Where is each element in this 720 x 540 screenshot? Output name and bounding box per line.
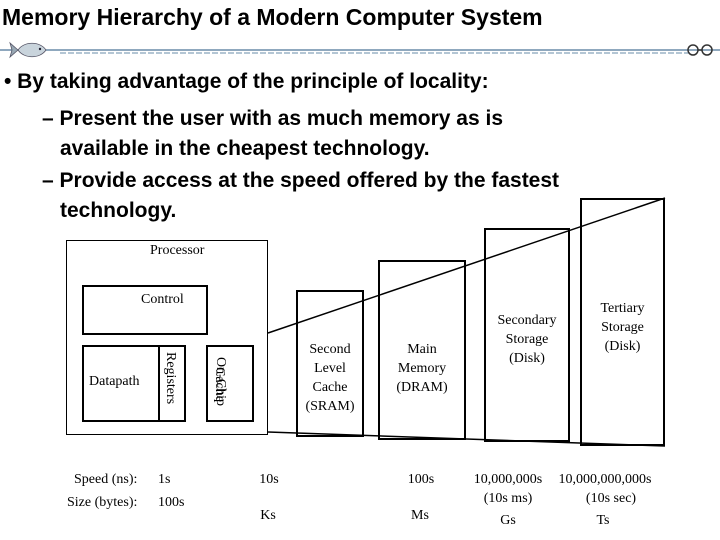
registers-box	[158, 345, 186, 422]
size-main-memory: Ms	[411, 508, 429, 523]
second-level-cache-label: Second Level Cache (SRAM)	[305, 342, 355, 414]
onchip-cache-label-2: Cache	[212, 367, 227, 402]
control-label: Control	[141, 292, 184, 307]
speed-label: Speed (ns):	[74, 472, 138, 487]
page-title: Memory Hierarchy of a Modern Computer Sy…	[2, 4, 543, 30]
main-memory-box	[378, 260, 466, 440]
glasses-icon	[687, 44, 713, 56]
secondary-storage-label: Secondary Storage (Disk)	[497, 313, 557, 366]
onchip-cache-label-1: On-Chip	[213, 357, 228, 406]
speed-tertiary: 10,000,000,000s	[558, 472, 652, 487]
second-level-cache-box	[296, 290, 364, 437]
registers-label: Registers	[163, 352, 178, 405]
main-memory-label: Main Memory (DRAM)	[396, 342, 448, 395]
bullet-sub2-line1: – Provide access at the speed offered by…	[42, 169, 560, 192]
datapath-label: Datapath	[89, 374, 140, 389]
speed-cache: 10s	[259, 472, 279, 487]
size-label: Size (bytes):	[67, 495, 138, 510]
speed-main-memory: 100s	[407, 472, 435, 487]
fish-icon	[9, 41, 47, 59]
speed-tertiary-sub: (10s sec)	[585, 491, 637, 506]
size-registers: 100s	[158, 495, 185, 510]
bullet-sub1-line2: available in the cheapest technology.	[60, 137, 430, 160]
size-secondary: Gs	[500, 513, 516, 528]
bullet-main: • By taking advantage of the principle o…	[4, 70, 489, 93]
title-divider	[0, 41, 720, 59]
speed-secondary: 10,000,000s	[473, 472, 543, 487]
size-cache: Ks	[260, 508, 276, 523]
onchip-cache-box	[206, 345, 254, 422]
speed-secondary-sub: (10s ms)	[483, 491, 533, 506]
secondary-storage-box	[484, 228, 570, 442]
tertiary-storage-label: Tertiary Storage (Disk)	[600, 301, 645, 354]
processor-label: Processor	[150, 243, 205, 258]
processor-box	[66, 240, 268, 435]
speed-registers: 1s	[158, 472, 171, 487]
size-tertiary: Ts	[596, 513, 610, 528]
bullet-sub1-line1: – Present the user with as much memory a…	[42, 107, 504, 130]
control-box	[82, 285, 208, 335]
bullet-sub2-line2: technology.	[60, 199, 177, 222]
tertiary-storage-box	[580, 198, 665, 446]
